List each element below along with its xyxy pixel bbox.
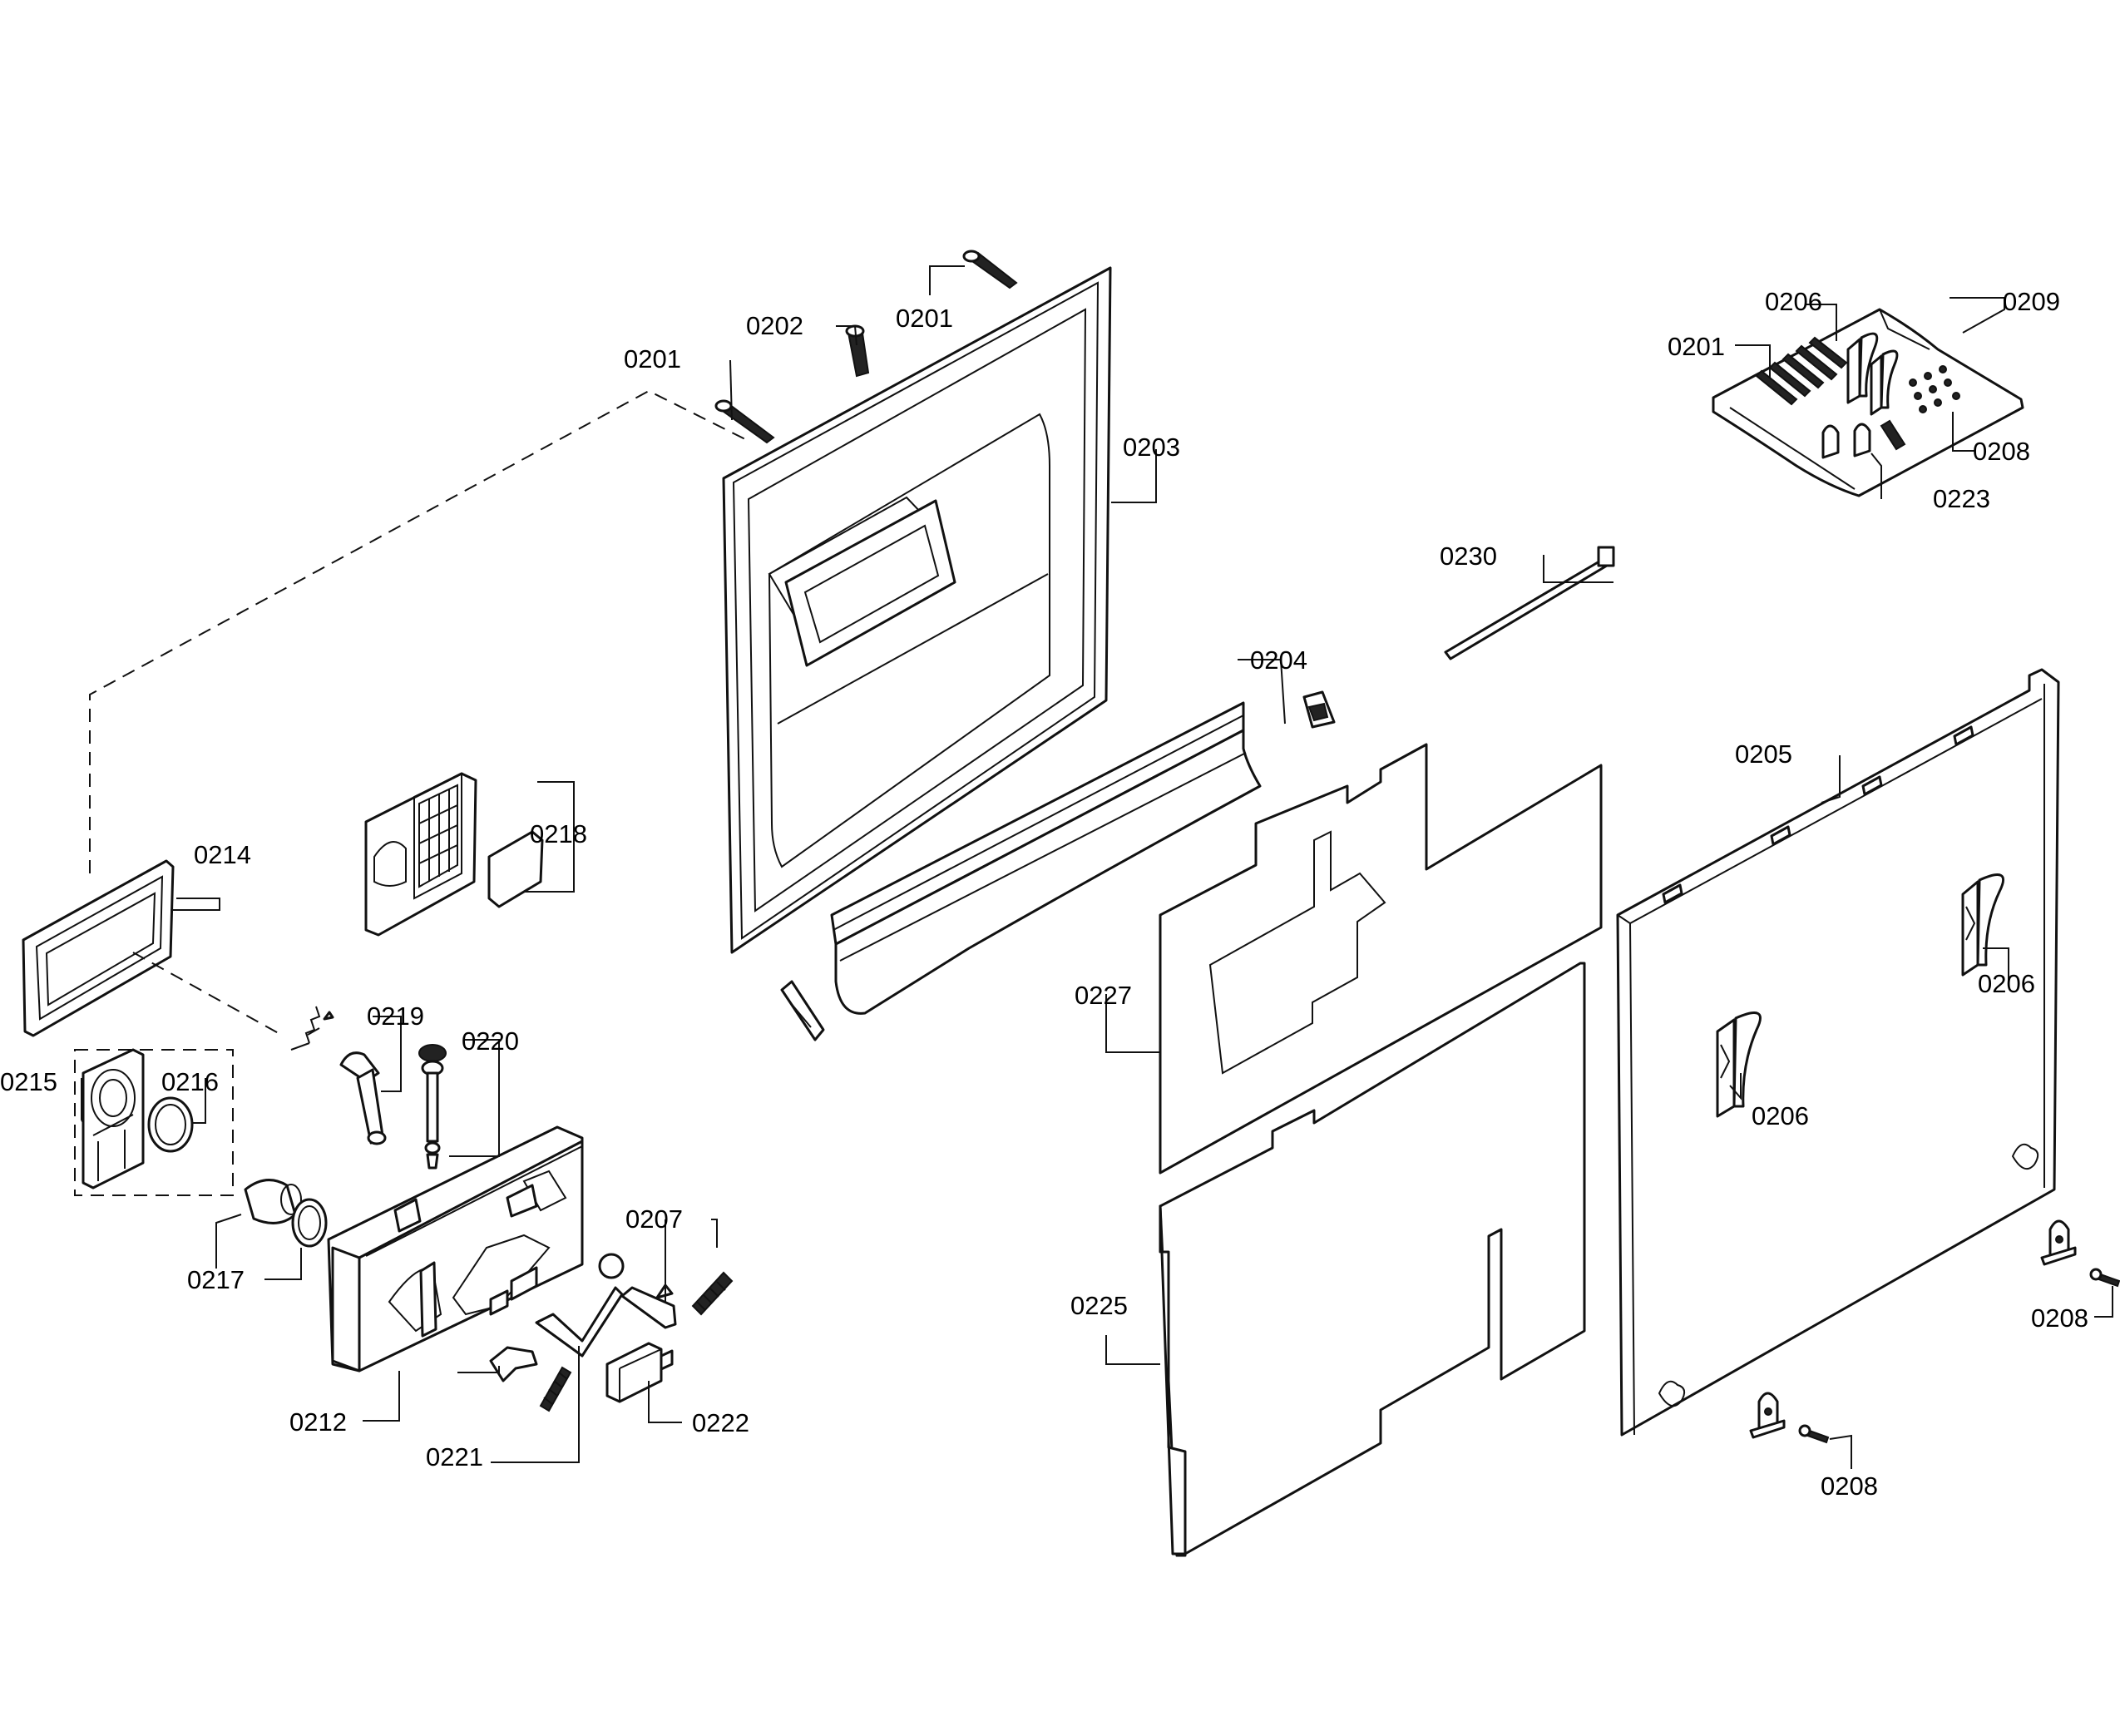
lever-0221 [535,1286,624,1358]
screw-0208-right [2089,1268,2120,1288]
ring-0216 [147,1096,194,1153]
callout-0230: 0230 [1440,542,1497,571]
callout-0207: 0207 [625,1204,683,1234]
door-seal-strip [780,701,1262,1041]
cable-tie-0230 [1444,546,1615,660]
assembly-line-upper [89,389,749,873]
callout-0206-panel-mid: 0206 [1752,1101,1809,1130]
hinge-0208-bottom [1749,1392,1786,1439]
callout-0215: 0215 [0,1067,57,1096]
screw-0201-top [962,250,1018,289]
insulation-panel-0227 [1159,743,1603,1175]
callout-0202: 0202 [746,311,803,340]
callout-labels: 0201 0202 0201 0203 0206 0209 0201 0208 … [0,287,2088,1501]
hardware-bag-0209 [1712,308,2024,497]
callout-0201-bag: 0201 [1668,332,1725,361]
callout-0217: 0217 [187,1265,245,1294]
callout-0216: 0216 [161,1067,219,1096]
callout-0208-bag: 0208 [1973,437,2030,466]
callout-0209: 0209 [2003,287,2060,316]
hinge-clip-0204 [1302,690,1336,729]
callout-0208-right: 0208 [2031,1303,2088,1333]
lever-0219 [339,1051,387,1145]
gasket-frame-0214 [22,859,175,1037]
ball-0207 [598,1253,625,1279]
hinge-0208-right [2040,1219,2077,1266]
switch-0222 [605,1342,674,1403]
bracket-0221 [489,1346,538,1382]
assembly-line-lower [132,952,284,1036]
callout-0203: 0203 [1123,433,1180,462]
cover-0215 [82,1048,145,1189]
pin-0220 [418,1044,447,1170]
callout-0201-left: 0201 [624,344,681,373]
outer-door-panel-0205 [1616,668,2060,1437]
nozzle-0217 [244,1179,328,1248]
callout-0225: 0225 [1070,1291,1128,1320]
callout-0204: 0204 [1250,645,1307,675]
clip-0202 [845,324,870,378]
dispenser-housing-0212 [327,1125,584,1372]
callout-0206-bag: 0206 [1765,287,1822,316]
callout-0223: 0223 [1933,484,1990,513]
leader-lines [81,265,2113,1469]
callout-0219: 0219 [367,1002,424,1031]
callout-0208-bottom: 0208 [1821,1471,1878,1501]
insulation-panel-0225 [1159,962,1586,1557]
callout-0218: 0218 [530,819,587,848]
callout-0212: 0212 [289,1407,347,1437]
screw-0201-left [714,399,775,444]
spring-0207 [691,1271,734,1316]
clip-0206-upper [1961,873,2004,977]
callout-0221: 0221 [426,1442,483,1471]
screw-0208-bottom [1798,1424,1830,1444]
callout-0214: 0214 [194,840,251,869]
door-inner-panel [722,266,1112,954]
callout-0222: 0222 [692,1408,749,1437]
spring-0221 [539,1366,572,1412]
callout-0227: 0227 [1075,981,1132,1010]
filter-0218 [364,772,544,937]
callout-0201-top: 0201 [896,304,953,333]
latch-0207 [620,1283,677,1329]
callout-0220: 0220 [462,1026,519,1056]
callout-0205: 0205 [1735,739,1792,769]
callout-0206-panel-top: 0206 [1978,969,2035,998]
spring-0219 [290,1006,334,1051]
